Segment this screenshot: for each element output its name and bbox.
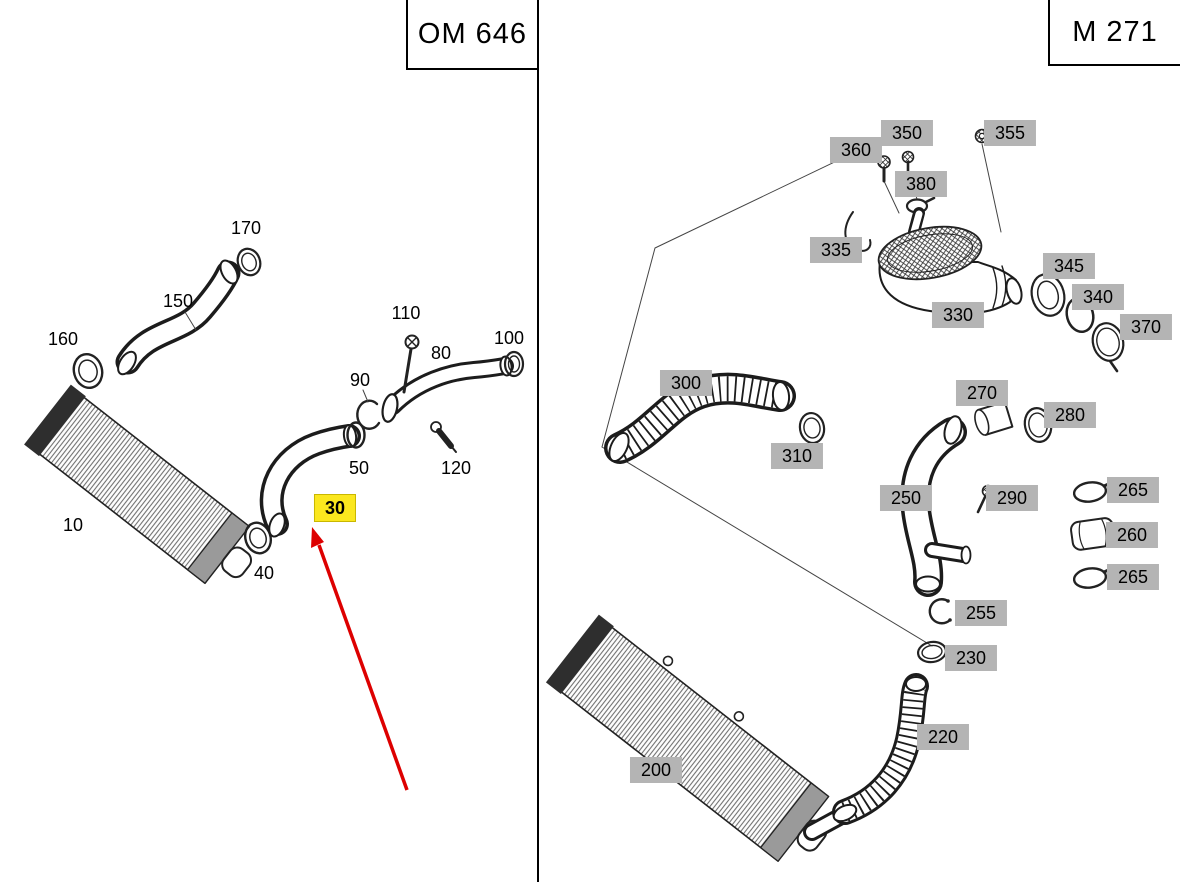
om646-assembly <box>24 247 525 585</box>
nut-355 <box>974 128 990 144</box>
panel-title-left-text: OM 646 <box>417 17 528 50</box>
sensor-120 <box>430 421 457 453</box>
seal-230 <box>916 640 948 664</box>
screw-360 <box>877 155 891 183</box>
pipe-80 <box>381 355 514 423</box>
seal-280 <box>1023 407 1053 443</box>
clamp-50 <box>346 421 366 449</box>
pipe-250 <box>900 415 972 597</box>
sleeve-270 <box>974 400 1014 436</box>
screw-350 <box>901 150 915 175</box>
panel-divider <box>537 0 539 882</box>
retaining-clip-255 <box>928 598 952 625</box>
pointer-arrow <box>311 527 409 791</box>
bracket-335 <box>844 211 872 252</box>
seal-345 <box>1030 273 1066 317</box>
intercooler-10 <box>24 384 253 585</box>
bolt-110 <box>402 334 420 394</box>
hose-150 <box>115 259 241 376</box>
clamp-265-bottom <box>1072 566 1115 589</box>
clamp-90 <box>356 389 381 430</box>
hose-30 <box>259 424 361 538</box>
intercooler-200 <box>545 614 830 862</box>
clamp-265-top <box>1072 480 1115 503</box>
corrugated-hose-220 <box>803 673 929 841</box>
seal-100 <box>503 350 525 378</box>
seal-340 <box>1065 296 1095 334</box>
clamp-370 <box>1091 322 1125 373</box>
air-duct-330 <box>877 207 1023 315</box>
screw-290 <box>976 484 995 514</box>
panel-title-right-text: M 271 <box>1072 15 1158 48</box>
panel-title-right: M 271 <box>1048 0 1180 66</box>
clamp-310 <box>798 411 826 445</box>
m271-assembly <box>545 128 1125 862</box>
panel-title-left: OM 646 <box>406 0 537 70</box>
hose-260 <box>1070 517 1116 551</box>
clamp-170 <box>236 247 262 277</box>
corrugated-hose-300 <box>604 372 796 464</box>
clamp-160 <box>72 352 104 390</box>
